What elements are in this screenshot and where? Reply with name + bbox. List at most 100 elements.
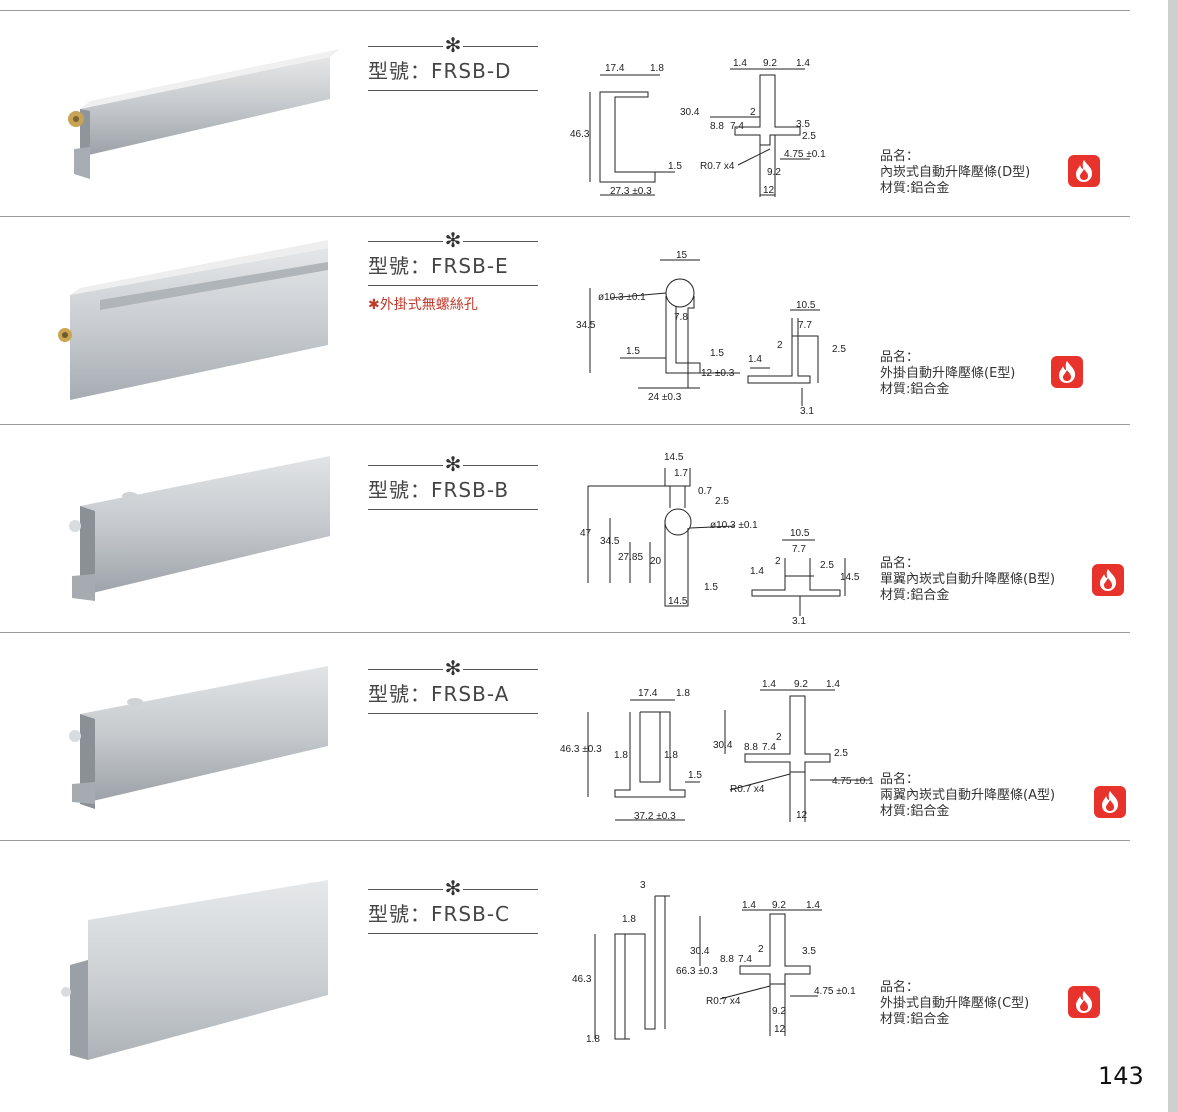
dimension-label: 12 ±0.3 (701, 368, 735, 379)
dimension-label: 2.5 (715, 496, 729, 507)
model-rule (368, 90, 538, 91)
dimension-label: 14.5 (664, 452, 684, 463)
model-number: 型號：FRSB-B (368, 478, 510, 502)
product-section-frsb-c: ✻ 型號：FRSB-C 3 1.8 46.3 66.3 ±0.3 1.8 1.4… (0, 842, 1130, 1062)
model-number: 型號：FRSB-E (368, 254, 509, 278)
product-photo (50, 39, 340, 198)
dimension-label: 4.75 ±0.1 (784, 149, 826, 160)
dimension-label: 9.2 (772, 900, 786, 911)
dimension-label: 1.4 (826, 679, 840, 690)
fire-icon (1051, 356, 1083, 388)
dimension-label: 20 (650, 556, 662, 567)
product-photo (50, 664, 340, 818)
dimension-label: 1.8 (664, 750, 678, 761)
dimension-label: 8.8 (710, 121, 724, 132)
dimension-label: 30.4 (680, 107, 700, 118)
dimension-label: 3.1 (792, 616, 806, 627)
fire-icon (1094, 786, 1126, 818)
fire-icon (1092, 564, 1124, 596)
fire-icon (1068, 155, 1100, 187)
asterisk-icon: ✻ (443, 452, 463, 476)
dimension-label: 1.8 (622, 914, 636, 925)
dimension-label: 1.5 (668, 161, 682, 172)
dimension-label: 17.4 (638, 688, 658, 699)
dimension-label: 12 (763, 185, 775, 196)
dimension-label: 2 (776, 732, 782, 743)
product-info: 品名： 外掛自動升降壓條(E型) 材質:鋁合金 (880, 350, 1015, 398)
section-divider (0, 216, 1130, 217)
product-info: 品名： 兩翼內崁式自動升降壓條(A型) 材質:鋁合金 (880, 772, 1055, 820)
model-block: ✻ 型號：FRSB-C (368, 877, 538, 934)
dimension-label: 1.4 (748, 354, 762, 365)
dimension-label: 7.8 (674, 312, 688, 323)
product-section-frsb-e: ✻ 型號：FRSB-E ✱外掛式無螺絲孔 15 ø10.3 ±0.1 7.8 3… (0, 218, 1130, 425)
dimension-label: 4.75 ±0.1 (814, 986, 856, 997)
model-decoration: ✻ (368, 453, 538, 475)
dimension-label: 7.4 (762, 742, 776, 753)
dimension-label: 7.7 (798, 320, 812, 331)
dimension-label: 27.3 ±0.3 (610, 186, 652, 197)
model-rule (368, 713, 538, 714)
dimension-label: 7.4 (730, 121, 744, 132)
dimension-label: 1.4 (733, 58, 747, 69)
dimension-label: 2 (777, 340, 783, 351)
model-number: 型號：FRSB-A (368, 682, 510, 706)
dimension-label: 66.3 ±0.3 (676, 966, 718, 977)
dimension-label: 30.4 (713, 740, 733, 751)
scrollbar[interactable] (1168, 0, 1178, 1112)
dimension-label: 10.5 (790, 528, 810, 539)
dimension-label: 14.5 (668, 596, 688, 607)
model-block: ✻ 型號：FRSB-E ✱外掛式無螺絲孔 (368, 229, 538, 314)
dimension-label: 2 (750, 107, 756, 118)
asterisk-icon: ✻ (443, 656, 463, 680)
product-note: ✱外掛式無螺絲孔 (368, 297, 478, 313)
product-name-label: 品名： (880, 149, 920, 164)
product-photo (50, 240, 340, 404)
dimension-label: R0.7 x4 (700, 161, 735, 172)
dimension-drawing: 15 ø10.3 ±0.1 7.8 34.5 1.5 1.5 12 ±0.3 2… (570, 248, 870, 422)
dimension-label: 2.5 (834, 748, 848, 759)
dimension-label: R0.7 x4 (730, 784, 765, 795)
dimension-label: 1.5 (626, 346, 640, 357)
product-material: 材質:鋁合金 (880, 588, 950, 603)
dimension-label: R0.7 x4 (706, 996, 741, 1007)
dimension-drawing: 3 1.8 46.3 66.3 ±0.3 1.8 1.4 9.2 1.4 30.… (570, 874, 870, 1058)
dimension-label: 34.5 (600, 536, 620, 547)
dimension-label: 2.5 (820, 560, 834, 571)
dimension-label: 3.5 (796, 119, 810, 130)
dimension-label: 46.3 (570, 129, 590, 140)
dimension-label: 3 (640, 880, 646, 891)
model-block: ✻ 型號：FRSB-D (368, 34, 538, 91)
dimension-label: 9.2 (772, 1006, 786, 1017)
dimension-label: 1.4 (762, 679, 776, 690)
model-decoration: ✻ (368, 657, 538, 679)
dimension-label: 37.2 ±0.3 (634, 811, 676, 822)
dimension-label: 1.7 (674, 468, 688, 479)
page-number: 143 (1098, 1062, 1144, 1090)
dimension-label: 1.4 (806, 900, 820, 911)
dimension-label: 7.4 (738, 954, 752, 965)
model-rule (368, 285, 538, 286)
dimension-label: 14.5 (840, 572, 860, 583)
product-photo (50, 880, 340, 1069)
dimension-drawing: 17.4 1.8 46.3 27.3 ±0.3 1.5 1.4 9.2 1.4 … (570, 57, 870, 211)
dimension-label: 46.3 ±0.3 (560, 744, 602, 755)
product-name-label: 品名： (880, 772, 920, 787)
asterisk-icon: ✻ (443, 876, 463, 900)
dimension-label: 2 (758, 944, 764, 955)
product-info: 品名： 單翼內崁式自動升降壓條(B型) 材質:鋁合金 (880, 556, 1055, 604)
dimension-label: 7.7 (792, 544, 806, 555)
dimension-drawing: 14.5 1.7 0.7 2.5 ø10.3 ±0.1 47 34.5 27.8… (570, 448, 870, 632)
dimension-label: 2.5 (802, 131, 816, 142)
asterisk-icon: ✻ (443, 33, 463, 57)
model-number: 型號：FRSB-C (368, 902, 510, 926)
dimension-label: 3.5 (802, 946, 816, 957)
dimension-label: 1.4 (796, 58, 810, 69)
product-section-frsb-d: ✻ 型號：FRSB-D 17.4 1.8 46.3 27.3 ±0.3 1.5 … (0, 11, 1130, 217)
section-divider (0, 632, 1130, 633)
dimension-label: 1.8 (650, 63, 664, 74)
product-material: 材質:鋁合金 (880, 382, 950, 397)
top-divider (0, 10, 1130, 11)
dimension-label: 1.4 (742, 900, 756, 911)
dimension-label: 24 ±0.3 (648, 392, 682, 403)
